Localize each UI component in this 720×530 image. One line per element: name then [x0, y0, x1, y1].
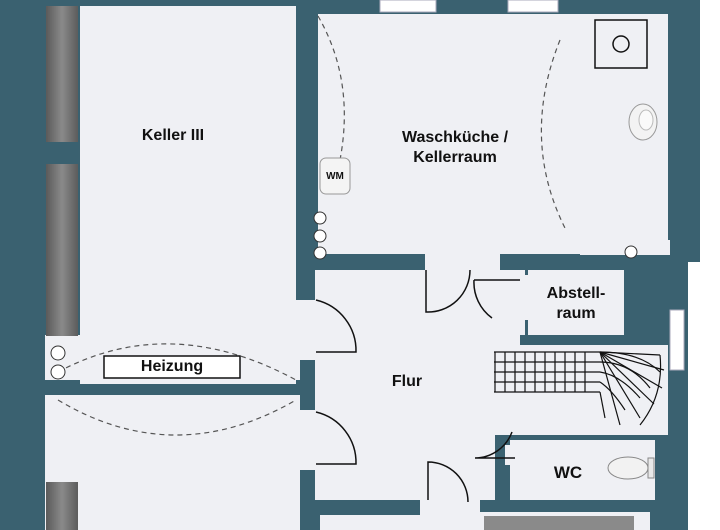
doors — [315, 269, 520, 503]
room-label-flur: Flur — [391, 373, 423, 390]
room-label-keller-3: Keller III — [141, 127, 205, 144]
room-label-abstellraum-line1: Abstell- — [546, 285, 606, 302]
shower-box — [594, 19, 648, 69]
room-label-waschkueche-line2: Kellerraum — [413, 149, 497, 166]
floor-waschkueche — [318, 14, 568, 254]
floor-keller-3 — [80, 6, 296, 384]
window-top-2 — [507, 0, 559, 13]
radiator-1 — [46, 6, 78, 142]
door-openings — [296, 253, 530, 517]
floor-abstellraum — [528, 270, 624, 335]
radiator-2 — [46, 164, 78, 336]
door-bottom — [427, 461, 469, 503]
room-floors — [45, 6, 670, 530]
stair-rail — [490, 348, 494, 396]
swing-heizung-top — [57, 343, 297, 381]
toilet-icon — [607, 456, 649, 480]
swing-keller-main — [317, 15, 345, 161]
room-label-abstellraum-line2: raum — [556, 305, 596, 322]
pipe-symbols — [50, 211, 638, 380]
floor-lower-left — [45, 395, 300, 530]
room-label-abstellraum: Abstell- raum — [532, 284, 620, 324]
door-wc — [474, 431, 515, 459]
door-abstellraum — [473, 279, 520, 319]
window-right — [669, 309, 685, 371]
floor-flur — [315, 270, 495, 500]
swing-wasch-right — [540, 39, 567, 231]
swing-heizung-bottom — [57, 399, 297, 436]
fixtures — [103, 19, 658, 480]
radiator-4 — [484, 516, 634, 530]
door-heizung — [315, 411, 357, 465]
windows — [379, 0, 685, 371]
window-top-1 — [379, 0, 437, 13]
door-waschkueche — [425, 269, 471, 313]
swing-lines — [57, 15, 567, 436]
washer-icon — [319, 157, 351, 195]
room-label-heizung: Heizung — [140, 358, 204, 375]
staircase — [492, 351, 665, 426]
radiator-3 — [46, 482, 78, 530]
radiators — [46, 6, 634, 530]
room-label-waschkueche-line1: Waschküche / — [401, 129, 509, 146]
shower-drain — [612, 35, 630, 53]
room-label-waschkueche: Waschküche / Kellerraum — [380, 128, 530, 168]
room-label-wc: WC — [553, 463, 583, 482]
door-keller — [315, 299, 357, 353]
heizung-box — [103, 355, 241, 379]
washer-label: WM — [326, 171, 344, 182]
